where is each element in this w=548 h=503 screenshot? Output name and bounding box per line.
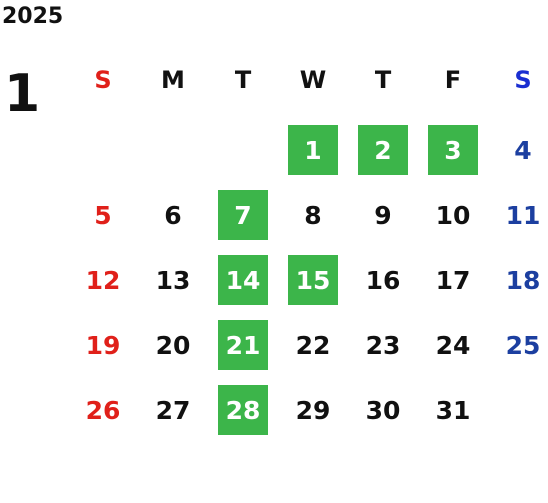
day-cell: 6	[164, 200, 182, 230]
day-cell: 7	[218, 190, 268, 240]
day-cell	[218, 125, 268, 175]
day-cell: 2	[358, 125, 408, 175]
day-cell: 4	[514, 135, 532, 165]
week-row-5: 26 27 28 29 30 31	[68, 385, 548, 435]
week-row-4: 19 20 21 22 23 24 25	[68, 320, 548, 370]
weekday-monday: M	[161, 66, 185, 94]
day-cell: 28	[218, 385, 268, 435]
year-label: 2025	[2, 4, 64, 29]
weekday-friday: F	[444, 66, 462, 94]
day-cell: 21	[218, 320, 268, 370]
day-cell	[498, 385, 548, 435]
day-cell: 14	[218, 255, 268, 305]
day-cell: 18	[505, 265, 541, 295]
weekday-wednesday: W	[299, 66, 327, 94]
day-cell: 13	[155, 265, 191, 295]
day-cell: 26	[85, 395, 121, 425]
day-cell: 31	[435, 395, 471, 425]
day-cell: 11	[505, 200, 541, 230]
day-cell: 30	[365, 395, 401, 425]
day-cell: 17	[435, 265, 471, 295]
day-cell: 27	[155, 395, 191, 425]
week-row-1: 1 2 3 4	[68, 125, 548, 175]
day-cell: 20	[155, 330, 191, 360]
day-cell: 16	[365, 265, 401, 295]
month-label: 1	[4, 64, 41, 124]
day-cell: 24	[435, 330, 471, 360]
day-cell: 3	[428, 125, 478, 175]
day-cell: 1	[288, 125, 338, 175]
weekday-sunday: S	[94, 66, 112, 94]
day-cell: 15	[288, 255, 338, 305]
day-cell	[148, 125, 198, 175]
day-cell: 5	[94, 200, 112, 230]
week-row-3: 12 13 14 15 16 17 18	[68, 255, 548, 305]
week-row-2: 5 6 7 8 9 10 11	[68, 190, 548, 240]
weekday-tuesday: T	[234, 66, 252, 94]
day-cell: 23	[365, 330, 401, 360]
day-cell: 10	[435, 200, 471, 230]
day-cell: 12	[85, 265, 121, 295]
day-cell: 9	[374, 200, 392, 230]
day-cell: 8	[304, 200, 322, 230]
weekday-saturday: S	[514, 66, 532, 94]
day-cell: 19	[85, 330, 121, 360]
day-cell: 22	[295, 330, 331, 360]
day-cell	[78, 125, 128, 175]
weekday-thursday: T	[374, 66, 392, 94]
day-cell: 29	[295, 395, 331, 425]
weekday-header-row: S M T W T F S	[68, 62, 548, 98]
day-cell: 25	[505, 330, 541, 360]
